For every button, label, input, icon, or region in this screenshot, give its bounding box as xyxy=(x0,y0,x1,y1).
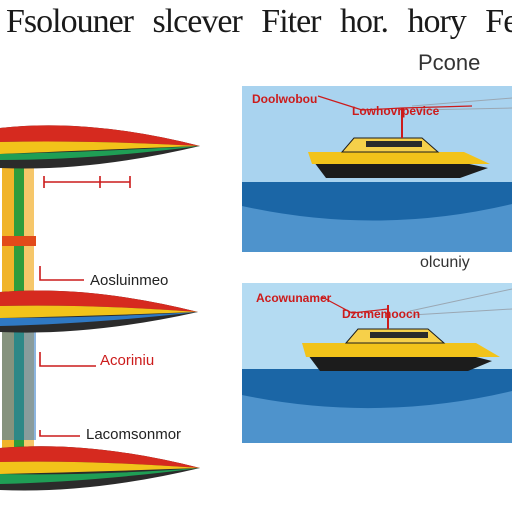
left-label-1: Aosluinmeo xyxy=(90,272,169,289)
bottom-panel-label-2: Dzcmemoocn xyxy=(342,307,421,321)
left-label-2: Acoriniu xyxy=(100,352,155,369)
middle-label: olcuniy xyxy=(420,254,470,271)
corner-label: Pcone xyxy=(418,50,481,75)
boat-panel-top: Doolwobou Lowhovrpevice xyxy=(242,86,512,252)
top-panel-label-1: Doolwobou xyxy=(252,92,318,106)
title-word-1: Fsolouner xyxy=(6,3,134,40)
title-word-3: Fiter xyxy=(261,3,321,40)
boat-top xyxy=(308,108,490,178)
top-panel-leaders xyxy=(411,97,512,111)
page-title: Fsolouner slcever Fiter hor. hory Fecgor… xyxy=(0,2,512,42)
title-word-6: Fecgore xyxy=(485,3,512,40)
foil-3 xyxy=(0,446,200,491)
strut-blue xyxy=(2,320,36,440)
left-callouts xyxy=(39,176,131,437)
title-word-2: slcever xyxy=(152,3,243,40)
top-panel-callouts xyxy=(317,95,473,111)
title-word-4: hor. xyxy=(340,3,389,40)
boat-panel-bottom: Acowunamer Dzcmemoocn xyxy=(242,283,512,443)
bottom-panel-label-1: Acowunamer xyxy=(256,291,332,305)
left-label-3: Lacomsonmor xyxy=(86,426,182,443)
bottom-panel-callouts xyxy=(321,296,389,314)
title-word-5: hory xyxy=(407,3,466,40)
bottom-panel-leaders xyxy=(409,288,512,316)
top-panel-label-2: Lowhovrpevice xyxy=(352,104,440,118)
boat-scene-top xyxy=(242,86,512,252)
foil-1 xyxy=(0,125,200,169)
boat-scene-bottom xyxy=(242,283,512,443)
strut-band xyxy=(2,236,36,246)
foil-2 xyxy=(0,290,198,333)
boat-bottom xyxy=(302,305,500,371)
foil-stack-diagram xyxy=(0,125,200,491)
